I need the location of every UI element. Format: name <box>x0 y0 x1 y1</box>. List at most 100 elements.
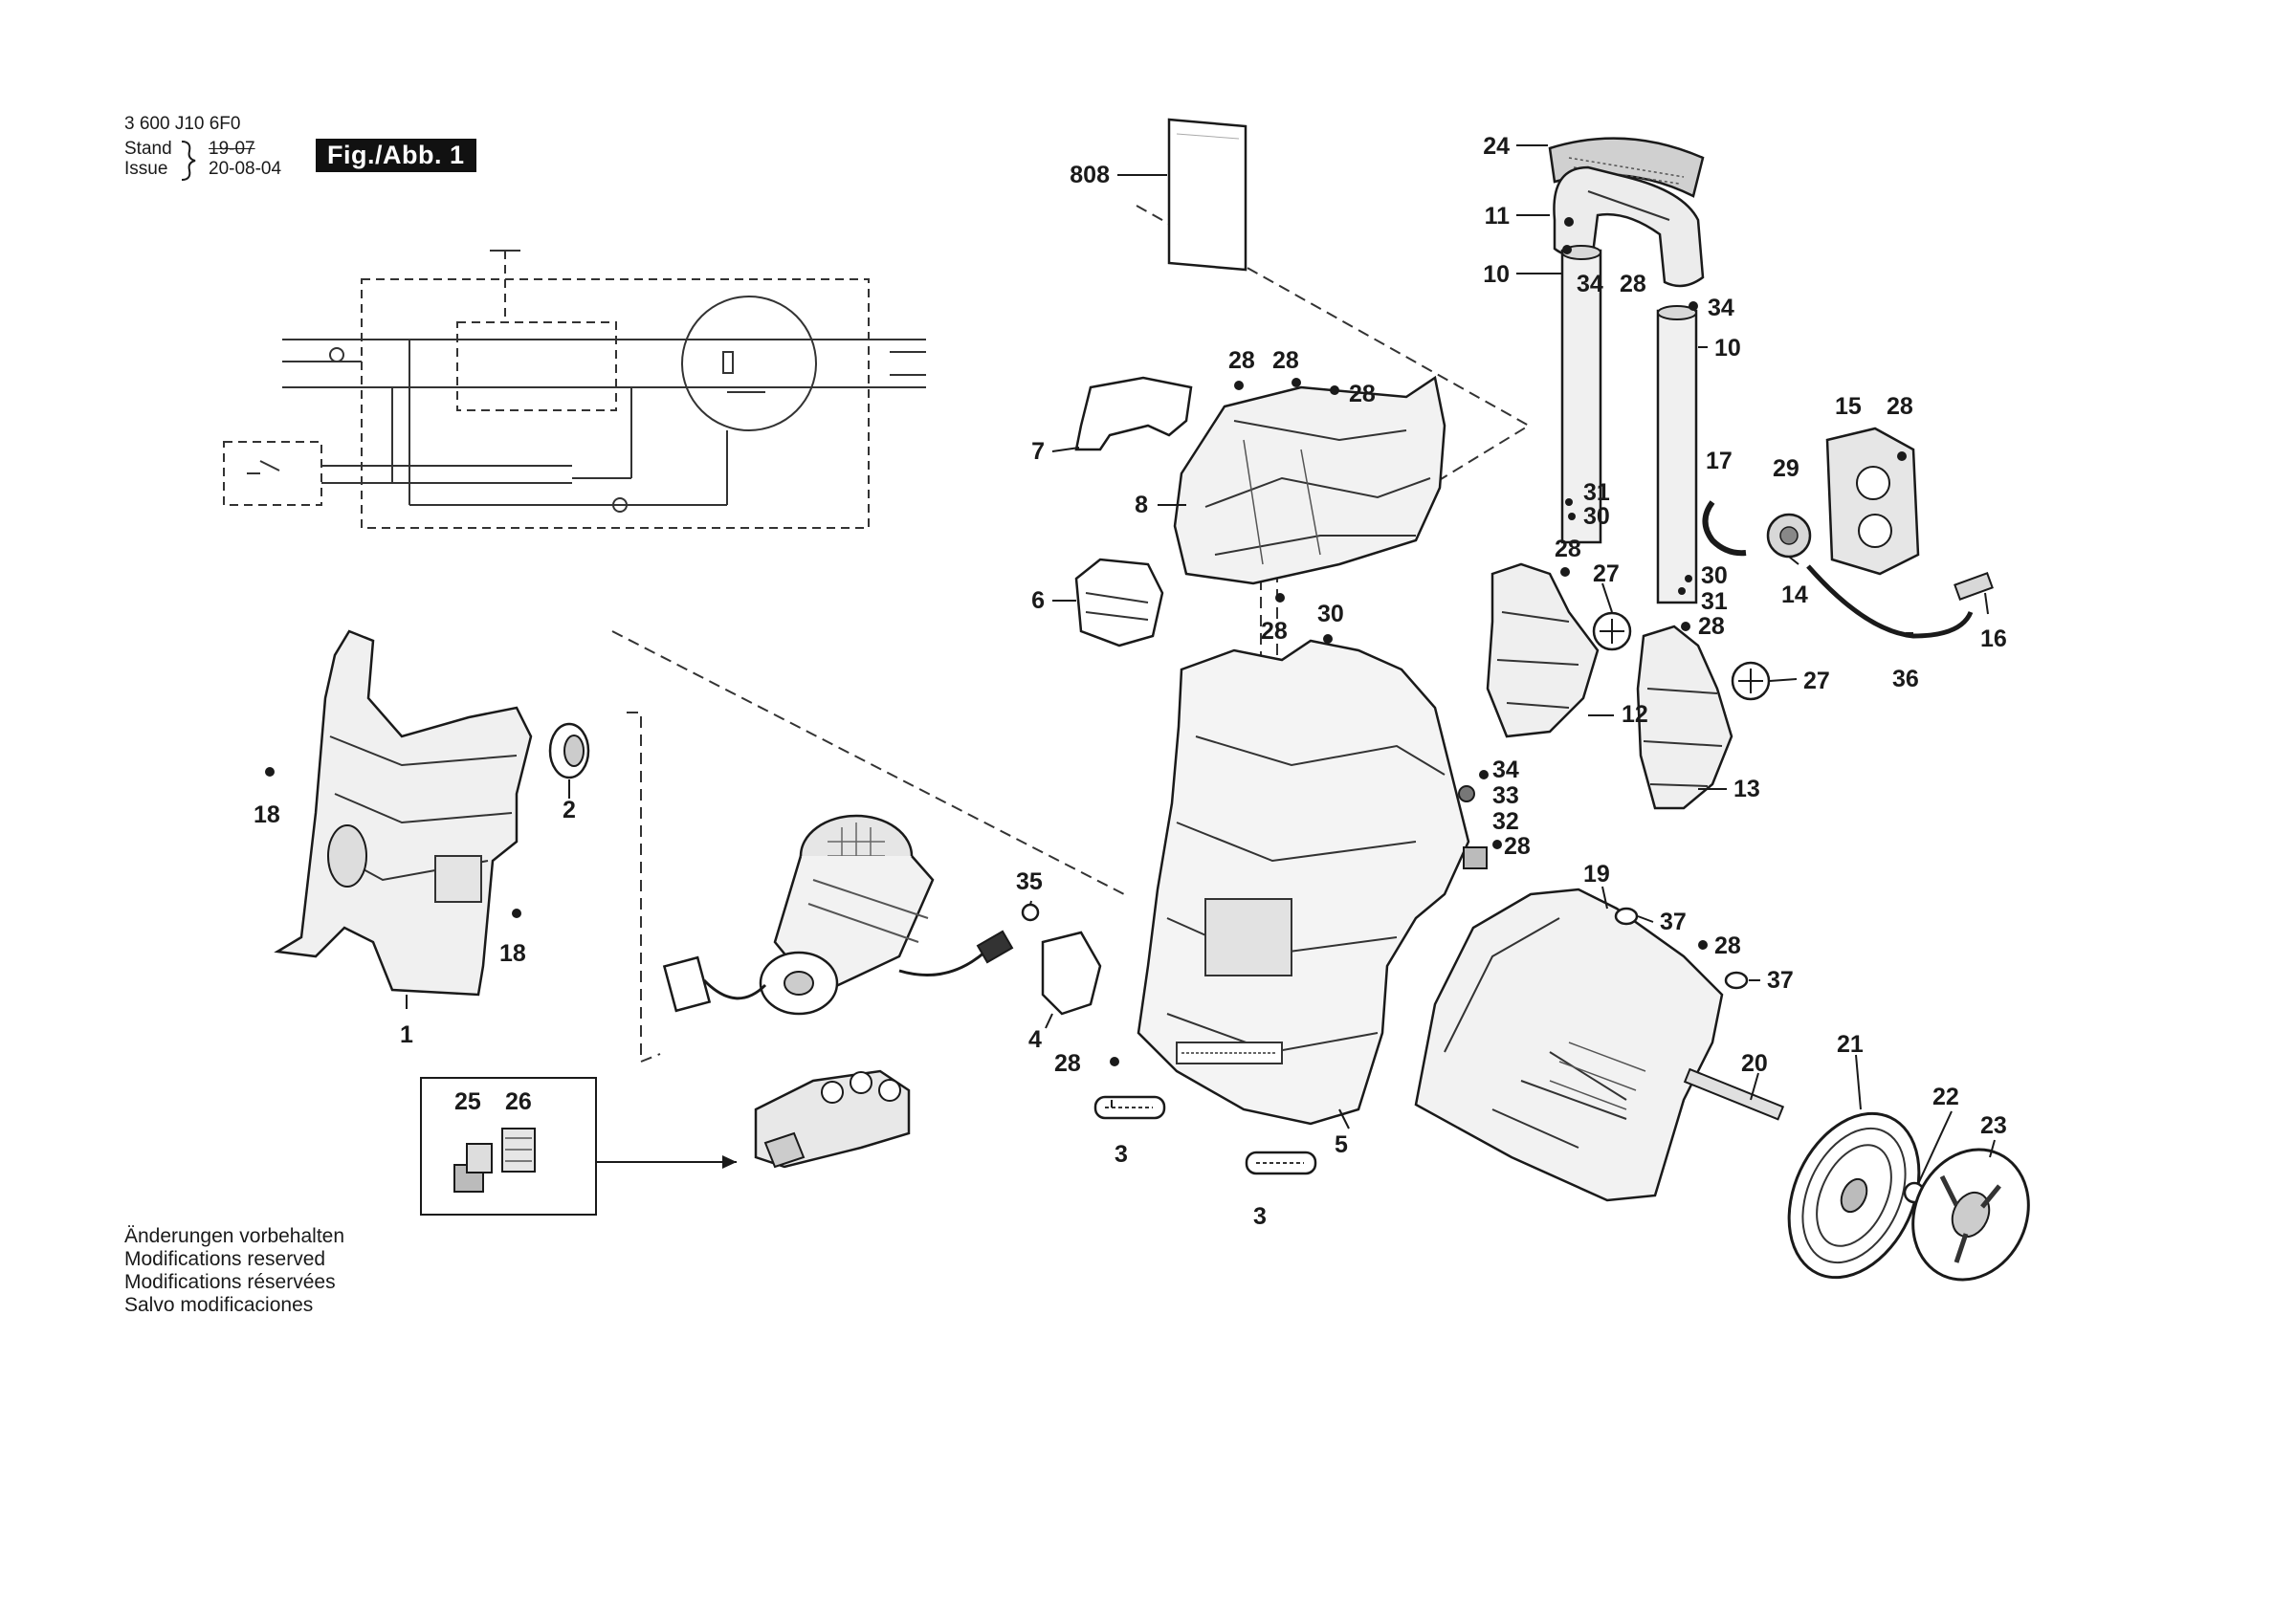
callout: 24 <box>1483 133 1510 160</box>
callout: 25 <box>454 1088 481 1115</box>
screw-18 <box>265 767 275 777</box>
callout: 4 <box>1028 1026 1042 1053</box>
callout: 17 <box>1706 448 1733 474</box>
callout: 34 <box>1708 295 1734 321</box>
part-1-front-cover <box>274 629 533 997</box>
callout: 3 <box>1253 1203 1267 1230</box>
callout: 26 <box>505 1088 532 1115</box>
part-7-bracket <box>1074 376 1193 451</box>
part-8-top-cover <box>1173 375 1446 585</box>
callout: 7 <box>1031 438 1045 465</box>
screw-34 <box>1689 301 1698 311</box>
callout: 30 <box>1317 601 1344 627</box>
document-number: 3 600 J10 6F0 <box>124 114 241 134</box>
part-10-tube-right <box>1656 305 1698 604</box>
callout: 23 <box>1980 1112 2007 1139</box>
callout: 28 <box>1228 347 1255 374</box>
screw-18 <box>512 909 521 918</box>
part-35-nut <box>1021 903 1040 922</box>
screw-34 <box>1479 770 1489 779</box>
callout: 10 <box>1714 335 1741 362</box>
screw-30 <box>1568 513 1576 520</box>
part-27-wheel-clip-a <box>1592 611 1632 651</box>
callout: 28 <box>1698 613 1725 640</box>
part-17-hose-piece <box>1702 500 1747 557</box>
note-line: Modifications réservées <box>124 1271 336 1293</box>
screw-28 <box>1110 1057 1119 1066</box>
note-line: Modifications reserved <box>124 1248 326 1270</box>
part-13-side-bracket <box>1636 625 1733 810</box>
callout: 28 <box>1620 271 1646 297</box>
callout: 6 <box>1031 587 1045 614</box>
figure-badge: Fig./Abb. 1 <box>316 139 476 172</box>
screw-31 <box>1565 498 1573 506</box>
screw-28 <box>1330 385 1339 395</box>
screw-30 <box>1685 575 1692 582</box>
callout: 18 <box>254 801 280 828</box>
screw-28 <box>1492 840 1502 849</box>
screw-28 <box>1292 378 1301 387</box>
part-2-grommet <box>548 722 590 779</box>
callout: 28 <box>1714 932 1741 959</box>
callout: 28 <box>1349 381 1376 407</box>
callout: 28 <box>1261 618 1288 645</box>
callout: 31 <box>1701 588 1728 615</box>
callout: 3 <box>1115 1141 1128 1168</box>
callout: 28 <box>1272 347 1299 374</box>
part-36-hose <box>1806 564 1974 639</box>
motor-unit <box>662 814 1014 1016</box>
callout: 37 <box>1660 909 1687 935</box>
callout: 2 <box>563 797 576 823</box>
part-23-hub-cap <box>1911 1148 2030 1282</box>
callout: 28 <box>1887 393 1913 420</box>
screw-34 <box>1562 245 1572 254</box>
callout: 28 <box>1054 1050 1081 1077</box>
screw-28 <box>1897 451 1907 461</box>
callout: 18 <box>499 940 526 967</box>
part-12-side-bracket <box>1486 562 1600 738</box>
callout: 1 <box>400 1021 413 1048</box>
part-37-grommet-b <box>1724 971 1749 990</box>
inset-box-25-26 <box>420 1077 737 1216</box>
part-32-clip <box>1463 846 1488 869</box>
part-16-hose-fitting <box>1954 572 1994 601</box>
screw-28 <box>1681 622 1690 631</box>
screw-30 <box>1323 634 1333 644</box>
screw-31 <box>1678 587 1686 595</box>
part-4-hose-guide <box>1041 931 1102 1016</box>
callout: 27 <box>1593 560 1620 587</box>
screw-28 <box>1275 593 1285 603</box>
part-33-washer <box>1458 785 1475 802</box>
callout: 16 <box>1980 625 2007 652</box>
leader-lines <box>406 144 1996 1185</box>
part-27-wheel-clip-b <box>1731 661 1771 701</box>
part-3-foot-b <box>1245 1151 1317 1175</box>
part-29-valve <box>1766 513 1812 559</box>
part-6-cover-clip <box>1074 558 1164 647</box>
screws <box>265 217 1907 1066</box>
stand-date: 19-07 <box>209 139 255 159</box>
part-21-wheel <box>1787 1111 1921 1280</box>
callout: 35 <box>1016 868 1043 895</box>
screw-28 <box>1698 940 1708 950</box>
callout: 28 <box>1504 833 1531 860</box>
callout-numbers: 808 24 11 10 34 28 34 10 28 28 28 7 8 6 … <box>254 133 2007 1230</box>
screw-28 <box>1560 567 1570 577</box>
part-10-tube-left <box>1560 245 1602 544</box>
part-3-foot-a <box>1093 1095 1166 1120</box>
callout: 19 <box>1583 861 1610 888</box>
callout: 808 <box>1070 162 1110 188</box>
callout: 5 <box>1335 1131 1348 1158</box>
callout: 22 <box>1932 1084 1959 1110</box>
part-15-hose-reel-plate <box>1825 427 1920 576</box>
wiring-schematic <box>223 250 926 529</box>
callout: 14 <box>1781 581 1808 608</box>
part-19-rear-housing <box>1414 888 1724 1202</box>
screw-28 <box>1234 381 1244 390</box>
callout: 20 <box>1741 1050 1768 1077</box>
callout: 36 <box>1892 666 1919 692</box>
callout: 27 <box>1803 668 1830 694</box>
pump-head <box>754 1069 911 1169</box>
